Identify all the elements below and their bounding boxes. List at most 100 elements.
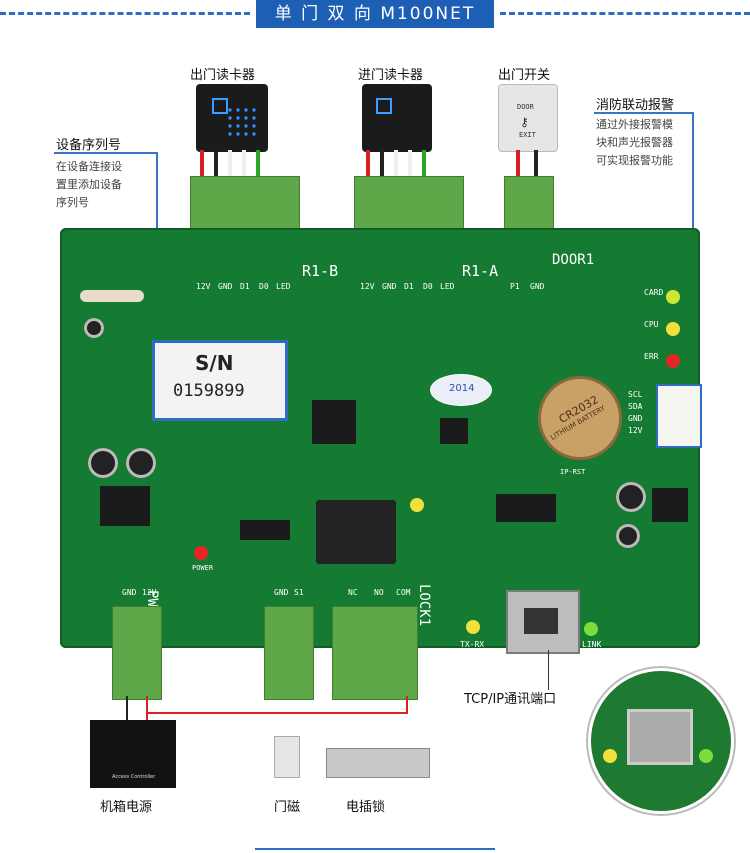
resistor [80, 290, 144, 302]
zoom-socket [627, 709, 693, 765]
tcp-leader [548, 650, 549, 690]
pin-d0: D0 [423, 282, 433, 291]
key-icon: ⚷ [520, 115, 529, 129]
pin-12v: 12V [196, 282, 211, 291]
capacitor [126, 448, 156, 478]
psu-label: 机箱电源 [100, 800, 153, 815]
link-led [584, 622, 598, 636]
pin-gnd: GND [218, 282, 233, 291]
alarm-pin-scl: SCL [628, 390, 643, 399]
header-dashes-right [500, 12, 750, 15]
label-door1: DOOR1 [552, 252, 595, 268]
serial-sticker: S/N 0159899 [152, 340, 288, 421]
exit-button-device: DOOR ⚷ EXIT [498, 84, 558, 152]
exit-card-reader [196, 84, 268, 152]
pin-pwr-gnd: GND [122, 588, 137, 597]
electric-lock-device [326, 748, 430, 778]
ethernet-port [506, 590, 580, 654]
pin-d0: D0 [259, 282, 269, 291]
pin-d1: D1 [240, 282, 250, 291]
alarm-connector [656, 384, 702, 448]
exit-button-top-text: DOOR [517, 103, 534, 111]
red-wire [146, 712, 408, 714]
terminal-pwr [112, 606, 162, 700]
fire-alarm-note-2: 块和声光报警器 [596, 136, 673, 149]
tx-rx-label: TX-RX [460, 640, 485, 649]
entry-card-reader [362, 84, 432, 152]
serial-note-2: 置里添加设备 [56, 178, 122, 191]
date-sticker: 2014 [430, 374, 492, 406]
card-led [666, 290, 680, 304]
capacitor [84, 318, 104, 338]
ic-chip [440, 418, 468, 444]
fire-alarm-label: 消防联动报警 [596, 98, 675, 113]
alarm-pin-12v: 12V [628, 426, 643, 435]
tcp-port-label: TCP/IP通讯端口 [464, 692, 557, 707]
pin-sensor-s1: S1 [294, 588, 304, 597]
regulator-chip-2 [652, 488, 688, 522]
sticker-year: 2014 [449, 383, 475, 394]
black-wire [126, 696, 128, 724]
zoom-green-led [699, 749, 713, 763]
keypad-icon [226, 106, 258, 138]
door-sensor-device [274, 736, 300, 778]
page-title: 单 门 双 向 M100NET [256, 0, 494, 28]
cpu-led [666, 322, 680, 336]
err-led [666, 354, 680, 368]
red-wire [406, 696, 408, 714]
terminal-lock [332, 606, 418, 700]
pin-lock-no: NO [374, 588, 384, 597]
alarm-pin-gnd: GND [628, 414, 643, 423]
driver-chip [240, 520, 290, 540]
pin-d1: D1 [404, 282, 414, 291]
terminal-sensor [264, 606, 314, 700]
tx-rx-led [466, 620, 480, 634]
exit-button-bottom-text: EXIT [519, 131, 536, 139]
alarm-pin-sda: SDA [628, 402, 643, 411]
red-wire [146, 696, 148, 724]
entry-reader-label: 进门读卡器 [358, 68, 424, 83]
pin-lock-com: COM [396, 588, 411, 597]
reader-card-icon [376, 98, 392, 114]
psu-plate: Access Controller [112, 774, 156, 780]
sn-label: S/N [195, 351, 234, 375]
pin-p1: P1 [510, 282, 520, 291]
ip-rst-label: IP-RST [560, 468, 586, 476]
capacitor [88, 448, 118, 478]
pin-lock-nc: NC [348, 588, 358, 597]
ethernet-socket [524, 608, 558, 634]
power-led [194, 546, 208, 560]
led-label-err: ERR [644, 352, 659, 361]
label-r1a: R1-A [462, 262, 499, 280]
serial-note-1: 在设备连接设 [56, 160, 122, 173]
label-lock1: LOCK1 [416, 584, 432, 627]
zoom-yellow-led [603, 749, 617, 763]
power-supply-box: Access Controller [90, 720, 176, 788]
sn-number: 0159899 [173, 381, 245, 401]
pin-gnd: GND [530, 282, 545, 291]
fire-alarm-note-3: 可实现报警功能 [596, 154, 673, 167]
relay [316, 500, 396, 564]
serial-note-3: 序列号 [56, 196, 89, 209]
link-label: LINK [582, 640, 602, 649]
pin-pwr-12v: 12V [142, 588, 157, 597]
coin-battery: CR2032 LITHIUM BATTERY [538, 376, 622, 460]
electric-lock-label: 电插锁 [346, 800, 386, 815]
regulator-chip [100, 486, 150, 526]
power-led-label: POWER [192, 564, 214, 572]
footer-rule [255, 848, 495, 850]
fire-alarm-note-1: 通过外接报警模 [596, 118, 673, 131]
mcu-chip [312, 400, 356, 444]
capacitor [616, 524, 640, 548]
pin-sensor-gnd: GND [274, 588, 289, 597]
pin-gnd: GND [382, 282, 397, 291]
serial-underline [54, 152, 158, 154]
yellow-led [410, 498, 424, 512]
fire-alarm-underline [594, 112, 694, 114]
header-dashes-left [0, 12, 250, 15]
pin-led: LED [440, 282, 455, 291]
led-label-card: CARD [644, 288, 664, 297]
led-label-cpu: CPU [644, 320, 659, 329]
serial-label: 设备序列号 [56, 138, 122, 153]
label-r1b: R1-B [302, 262, 339, 280]
